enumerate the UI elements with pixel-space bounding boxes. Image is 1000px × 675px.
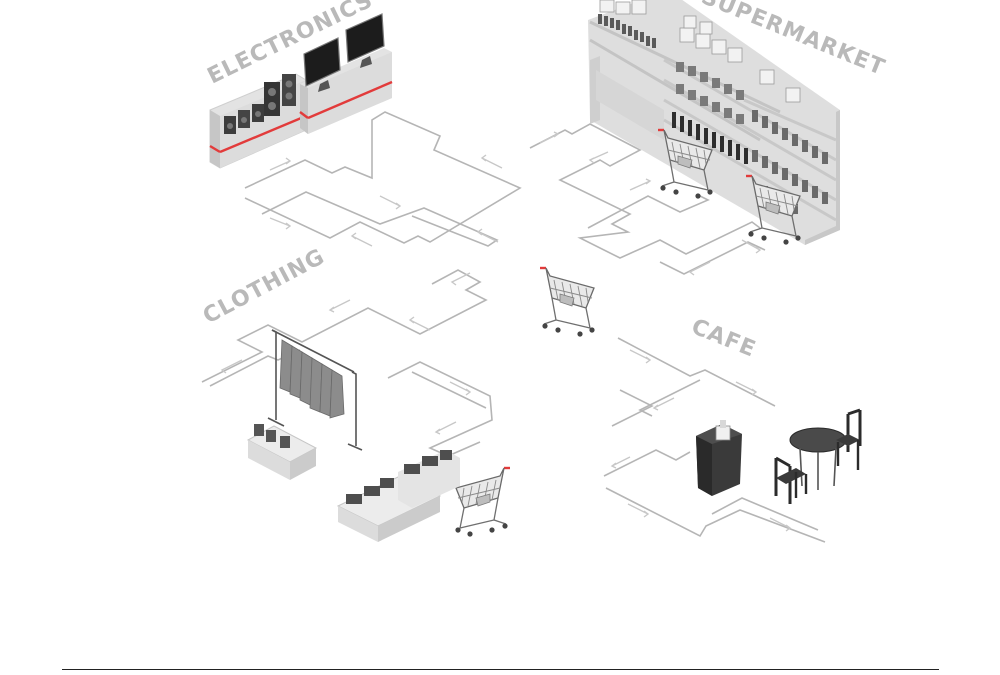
cashier-counter-icon: [696, 420, 742, 496]
cafe-table-icon: [789, 427, 847, 490]
tv-icon: [303, 37, 341, 92]
walkway-paths: [201, 111, 826, 543]
electronics-display: [209, 13, 393, 169]
tv-icon: [345, 13, 385, 68]
bottom-divider: [62, 669, 939, 670]
clothes-rack-icon: [267, 329, 363, 451]
shopping-cart-icon: [454, 466, 512, 538]
supermarket-shelves: [588, 0, 840, 245]
chair-icon: [774, 456, 808, 504]
chair-icon: [836, 408, 862, 470]
speaker-icon: [224, 74, 296, 134]
clothing-display-table: [336, 450, 460, 542]
zone-label-clothing: CLOTHING: [199, 244, 329, 329]
zone-label-cafe: CAFE: [688, 314, 760, 362]
clothing-display-table: [246, 424, 318, 480]
shopping-cart-icon: [538, 266, 596, 338]
